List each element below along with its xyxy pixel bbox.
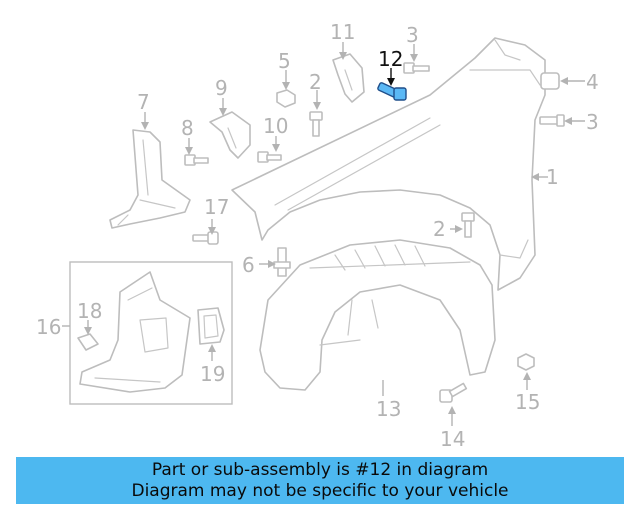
callout-3-top: 3 <box>406 23 419 47</box>
callout-7: 7 <box>137 90 150 114</box>
fastener-8-bolt <box>184 154 209 166</box>
fastener-17-bolt <box>192 231 219 245</box>
callout-17: 17 <box>204 195 229 219</box>
part-11-bracket <box>332 53 365 103</box>
fastener-3-bolt-right <box>539 114 565 127</box>
callout-14: 14 <box>440 427 465 450</box>
fastener-2-bolt-middle <box>461 212 475 238</box>
callout-6: 6 <box>242 253 255 277</box>
banner-line-2: Diagram may not be specific to your vehi… <box>131 480 509 501</box>
callout-12-highlighted: 12 <box>378 47 403 71</box>
part-1-fender <box>231 37 546 291</box>
callout-8: 8 <box>181 116 194 140</box>
fastener-15-nut <box>517 353 535 371</box>
callout-13: 13 <box>376 397 401 421</box>
fastener-4-nut <box>540 72 560 90</box>
part-12-bolt-highlighted <box>377 82 407 101</box>
fastener-10-bolt <box>257 151 282 163</box>
fastener-2-bolt-upper <box>309 111 323 137</box>
callout-4: 4 <box>586 70 599 94</box>
callouts: 1 2 2 3 3 4 5 6 7 8 9 10 11 12 13 14 15 … <box>36 20 599 450</box>
fastener-6-stud <box>273 247 291 277</box>
callout-9: 9 <box>215 76 228 100</box>
callout-19: 19 <box>200 362 225 386</box>
callout-16: 16 <box>36 315 61 339</box>
part-9-bracket <box>209 111 251 159</box>
callout-10: 10 <box>263 114 288 138</box>
subassembly-box-16 <box>69 261 233 405</box>
callout-5: 5 <box>278 49 291 73</box>
callout-18: 18 <box>77 299 102 323</box>
part-13-wheel-liner <box>259 239 496 391</box>
callout-11: 11 <box>330 20 355 44</box>
callout-1: 1 <box>546 165 559 189</box>
callout-2-middle: 2 <box>433 217 446 241</box>
fastener-14-screw <box>439 382 468 403</box>
info-banner: Part or sub-assembly is #12 in diagram D… <box>16 457 624 504</box>
fastener-5-nut <box>276 89 296 108</box>
parts-diagram: 1 2 2 3 3 4 5 6 7 8 9 10 11 12 13 14 15 … <box>36 20 599 450</box>
banner-line-1: Part or sub-assembly is #12 in diagram <box>151 459 489 480</box>
part-7-bracket <box>109 129 191 229</box>
leader-lines <box>62 42 585 426</box>
callout-2-upper: 2 <box>309 70 322 94</box>
callout-15: 15 <box>515 390 540 414</box>
callout-3-right: 3 <box>586 110 599 134</box>
fastener-3-bolt-top <box>403 62 430 74</box>
